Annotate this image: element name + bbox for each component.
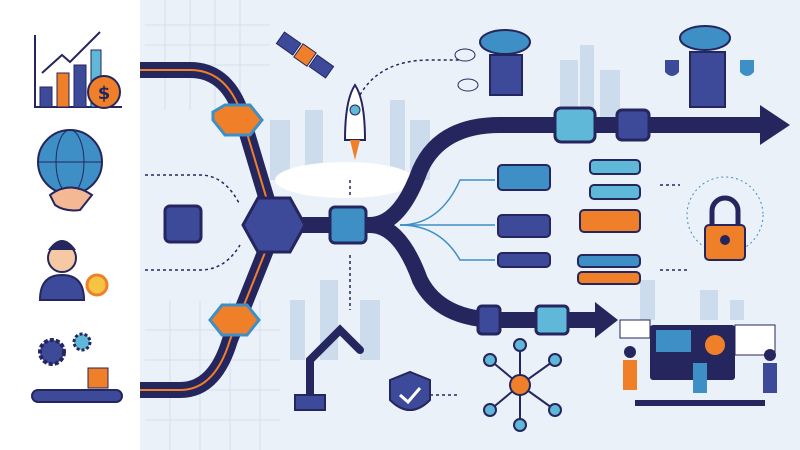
branch-lines [399, 179, 495, 261]
team-dashboard-icon [619, 319, 777, 406]
message-card [577, 254, 641, 268]
rocket-smoke-cloud [275, 162, 415, 198]
message-card [497, 164, 551, 191]
network-node-icon [483, 338, 562, 432]
globe-handshake-icon [37, 129, 103, 212]
rocket-icon [343, 83, 367, 160]
message-card [497, 252, 551, 268]
message-cards [497, 159, 641, 285]
hex-nodes [208, 103, 307, 337]
track-bottom-right [369, 217, 600, 328]
growth-chart-money-bag-icon: $ [34, 31, 122, 109]
person-award-icon [38, 240, 109, 301]
arrow-head-bottom [595, 302, 618, 338]
cloud-server-icon [454, 29, 531, 96]
message-card [577, 271, 641, 285]
top-square-1 [553, 106, 597, 144]
satellite-icon [275, 31, 335, 79]
arrow-head-top [760, 105, 790, 145]
hex-node-top [211, 103, 264, 137]
robot-arm-icon [294, 324, 364, 411]
message-card [589, 184, 641, 200]
track-squares [163, 106, 651, 336]
cloud-security-server-icon [665, 25, 754, 108]
input-square [163, 204, 203, 244]
bottom-square-1 [476, 304, 502, 336]
message-card [589, 159, 641, 175]
shield-check-icon [389, 370, 431, 411]
svg-text:$: $ [98, 83, 111, 104]
top-square-2 [615, 108, 651, 142]
sidebar [0, 0, 140, 450]
background-grid [145, 0, 280, 450]
message-card [497, 214, 551, 238]
gears-conveyor-icon [31, 332, 123, 403]
hex-node-bottom [208, 303, 261, 337]
center-square [328, 205, 368, 245]
padlock-shield-icon [686, 176, 764, 261]
message-card [579, 209, 641, 233]
bottom-square-2 [534, 304, 570, 336]
hex-node-center [241, 196, 307, 254]
